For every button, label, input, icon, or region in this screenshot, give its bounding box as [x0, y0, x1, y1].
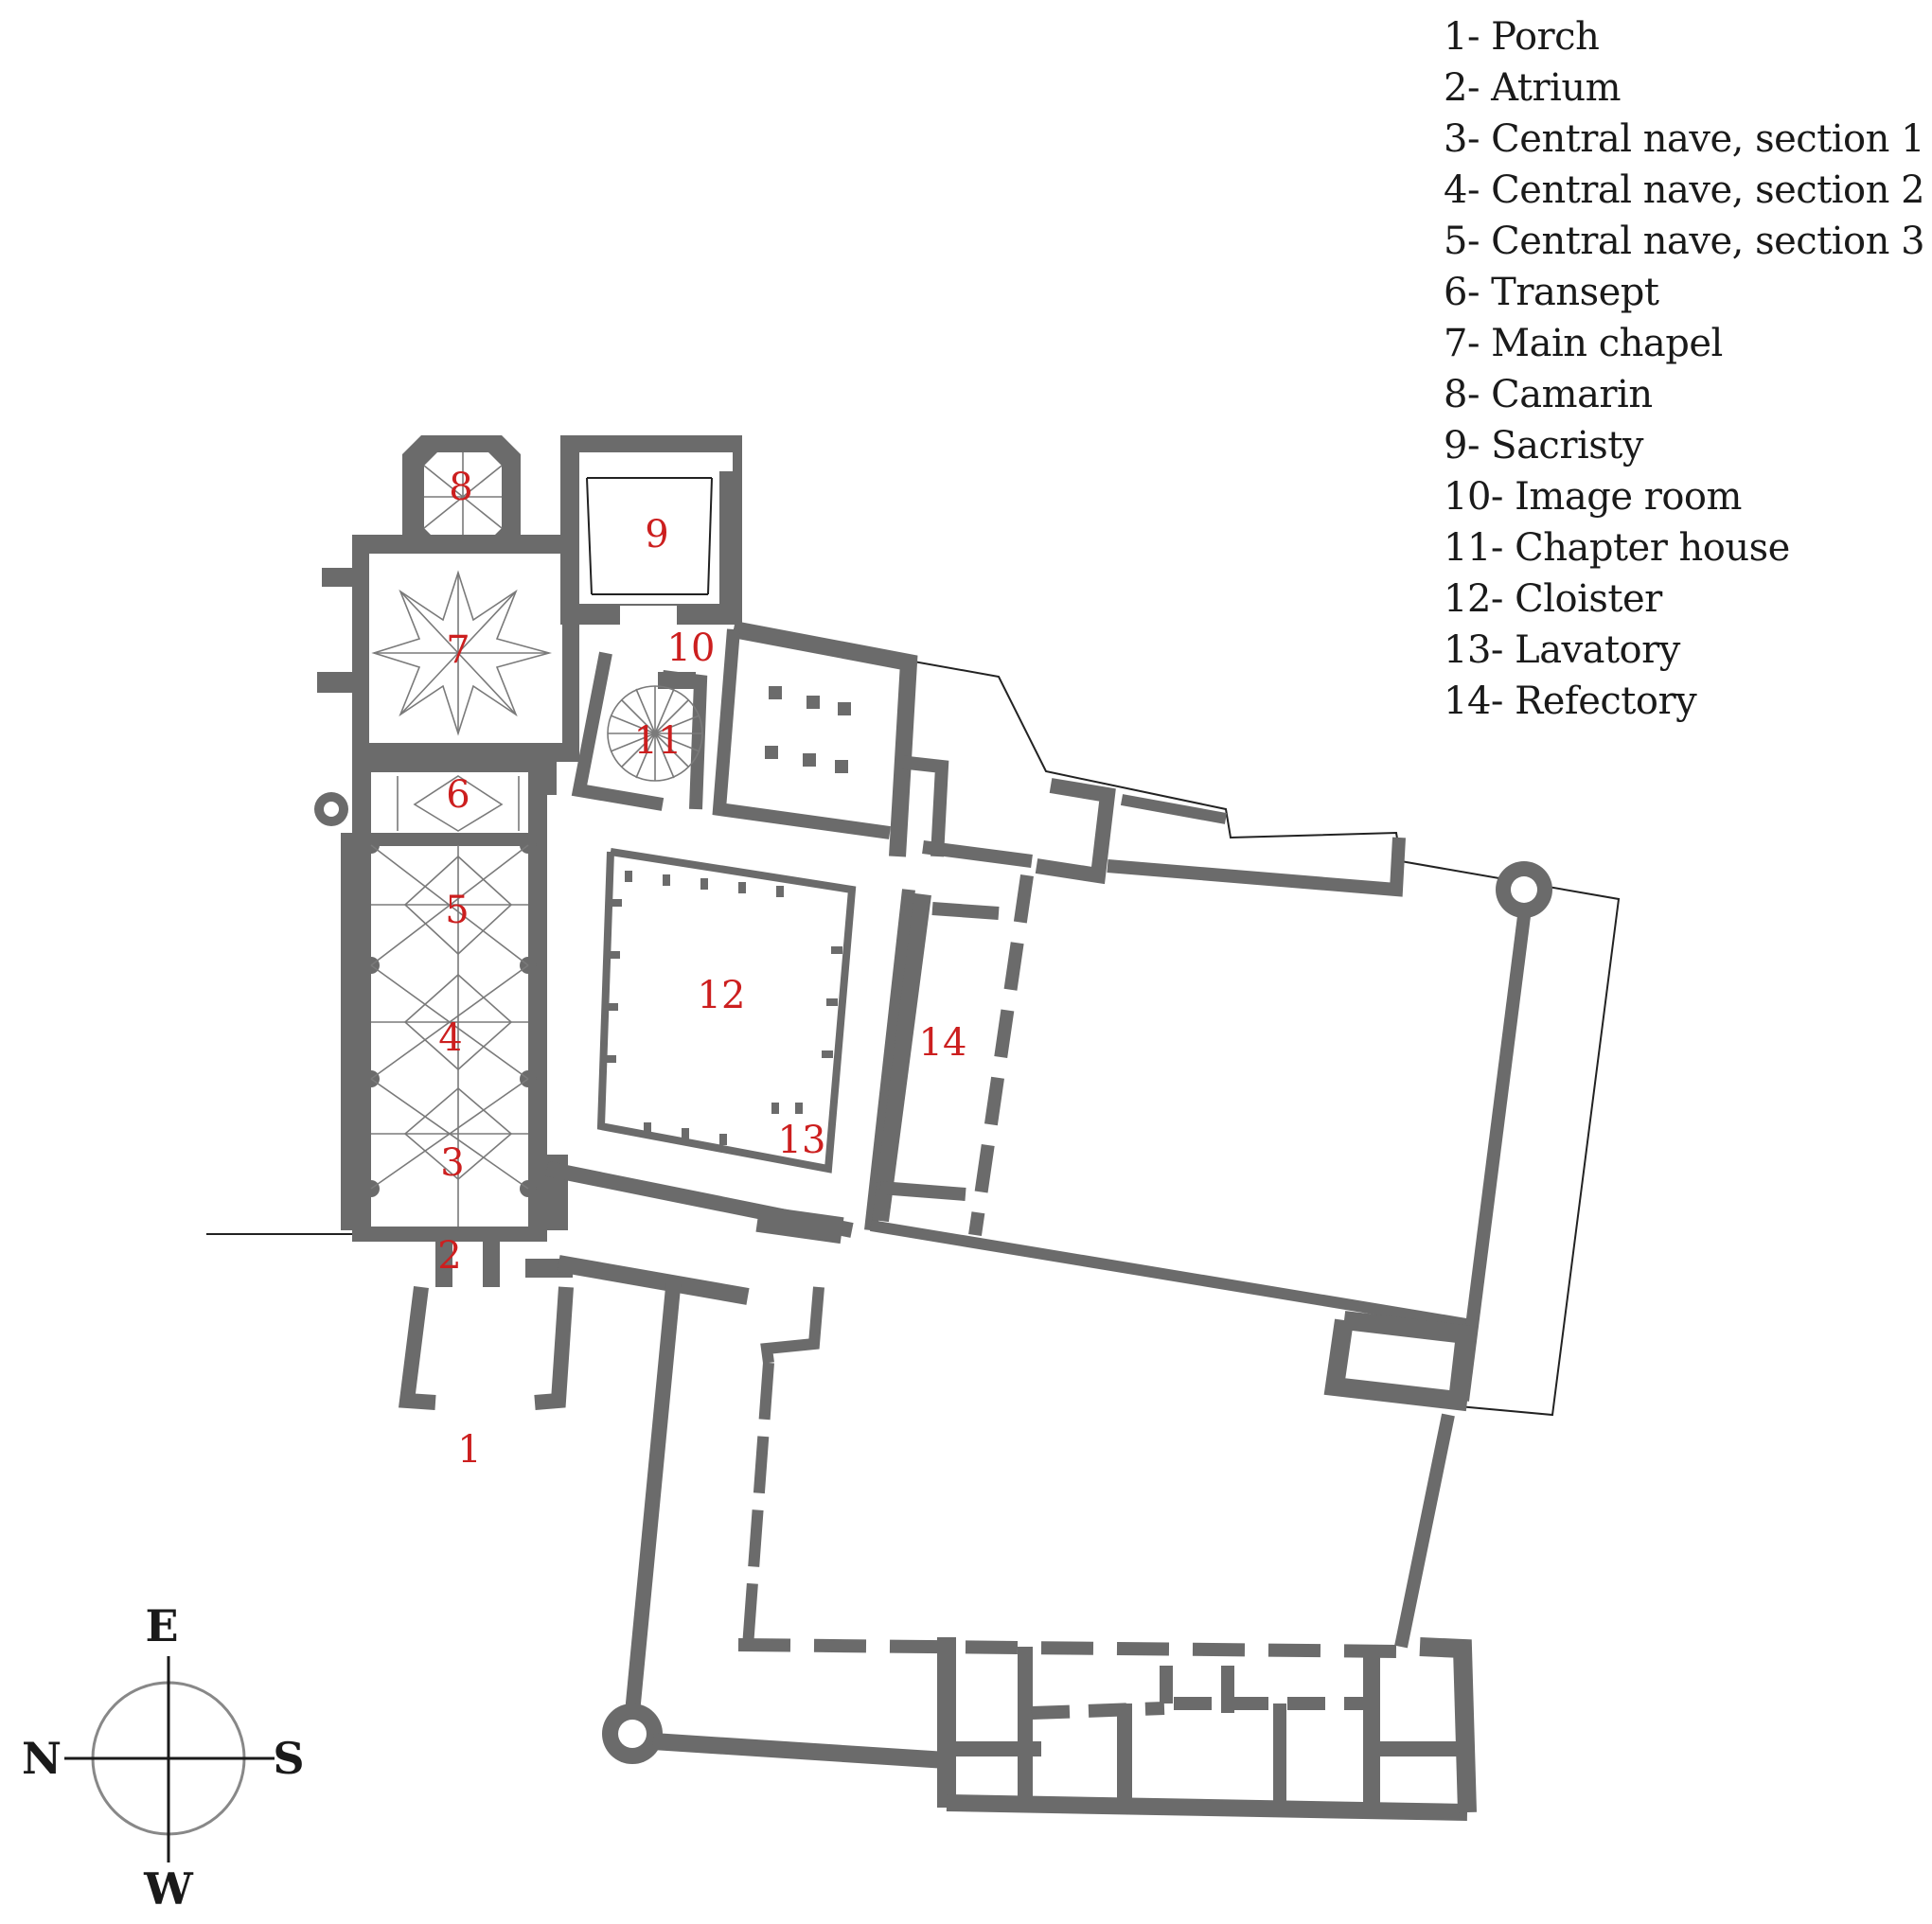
legend-item-cloister: 12- Cloister: [1444, 577, 1662, 621]
room-label-camarin: 8: [449, 466, 472, 509]
legend-item-nave-1: 3- Central nave, section 1: [1444, 117, 1925, 161]
cloister-walls: [545, 848, 915, 1305]
main-chapel-walls: [317, 535, 579, 762]
legend-item-porch: 1- Porch: [1444, 15, 1600, 59]
legend-item-image-room: 10- Image room: [1444, 475, 1742, 519]
legend-item-lavatory: 13- Lavatory: [1444, 628, 1680, 672]
legend: 1- Porch 2- Atrium 3- Central nave, sect…: [1444, 11, 1925, 727]
sacristy-walls: [560, 435, 742, 625]
room-label-cloister: 12: [698, 974, 746, 1017]
room-label-chapter-house: 11: [634, 719, 682, 763]
south-building-walls: [937, 1637, 1477, 1821]
legend-item-chapter-house: 11- Chapter house: [1444, 526, 1790, 570]
legend-item-atrium: 2- Atrium: [1444, 66, 1622, 110]
pillared-hall-walls: [712, 621, 1406, 897]
room-label-atrium: 2: [437, 1234, 461, 1278]
room-label-image-room: 10: [667, 627, 716, 670]
room-label-transept: 6: [446, 773, 470, 817]
nave-vaults: [370, 844, 529, 1227]
room-label-nave-1: 3: [440, 1141, 464, 1185]
compass-south: S: [273, 1733, 304, 1784]
star-vault: [371, 570, 553, 736]
room-label-refectory: 14: [919, 1021, 967, 1065]
legend-item-refectory: 14- Refectory: [1444, 680, 1697, 723]
east-enclosure-walls: [1323, 861, 1552, 1649]
room-label-porch: 1: [457, 1428, 481, 1472]
chapter-house-walls: [571, 651, 708, 811]
room-label-nave-2: 4: [438, 1016, 462, 1060]
south-enclosure-walls: [602, 1277, 1402, 1769]
nave-walls: [314, 757, 568, 1242]
compass-north: N: [22, 1733, 62, 1784]
outer-boundary-lines: [206, 628, 1621, 1417]
refectory-walls: [870, 874, 1473, 1331]
room-label-nave-3: 5: [445, 889, 469, 932]
room-labels: 1 2 3 4 5 6 7 8 9 10 11 12 13 14: [437, 466, 966, 1472]
room-label-sacristy: 9: [645, 513, 668, 556]
compass-east: E: [145, 1600, 178, 1651]
compass-west: W: [143, 1863, 194, 1915]
legend-item-nave-3: 5- Central nave, section 3: [1444, 220, 1925, 263]
legend-item-transept: 6- Transept: [1444, 271, 1659, 314]
legend-item-camarin: 8- Camarin: [1444, 373, 1653, 416]
compass: E W N S: [22, 1600, 305, 1915]
legend-item-sacristy: 9- Sacristy: [1444, 424, 1643, 468]
legend-item-main-chapel: 7- Main chapel: [1444, 322, 1723, 365]
camarin-walls: [402, 435, 521, 558]
legend-item-nave-2: 4- Central nave, section 2: [1444, 168, 1925, 212]
room-label-lavatory: 13: [778, 1119, 826, 1162]
room-label-main-chapel: 7: [446, 628, 470, 672]
porch-atrium-walls: [399, 1240, 574, 1410]
